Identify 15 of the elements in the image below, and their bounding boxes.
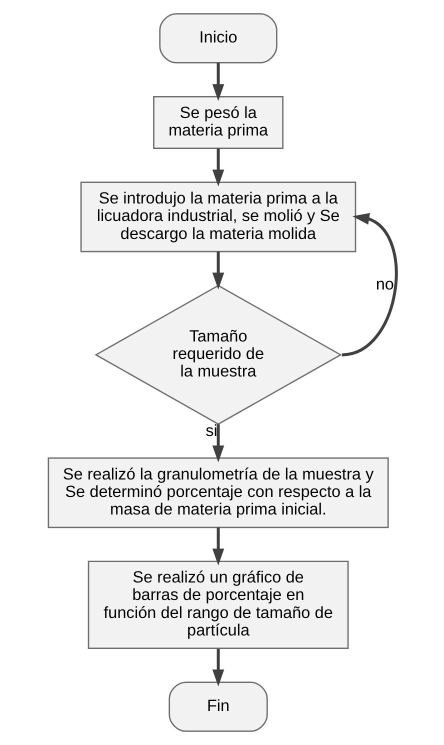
node-box: Inicio — [158, 13, 277, 64]
node-box: Se pesó la materia prima — [152, 96, 283, 149]
node-box: Fin — [168, 682, 268, 732]
node-box: Se realizó la granulometría de la muestra y Se determinó porcentaje con respecto a la masa de materia prima inicial. — [47, 457, 388, 528]
arrow — [212, 528, 224, 566]
edge-label: no — [375, 276, 394, 294]
node-box: Se introdujo la materia prima a la licuadora industrial, se molió y Se descargo la materia molida — [80, 182, 356, 252]
arrow — [212, 648, 224, 686]
arrow — [212, 252, 224, 290]
arrow — [341, 212, 398, 356]
node-box: Se realizó un gráfico de barras de porcentaje en función del rango de tamaño de partícula — [87, 560, 348, 649]
arrow — [212, 424, 224, 462]
node-diamond: Tamaño requerido de la muestra — [94, 284, 342, 425]
arrow — [212, 62, 224, 102]
arrow — [212, 148, 224, 186]
